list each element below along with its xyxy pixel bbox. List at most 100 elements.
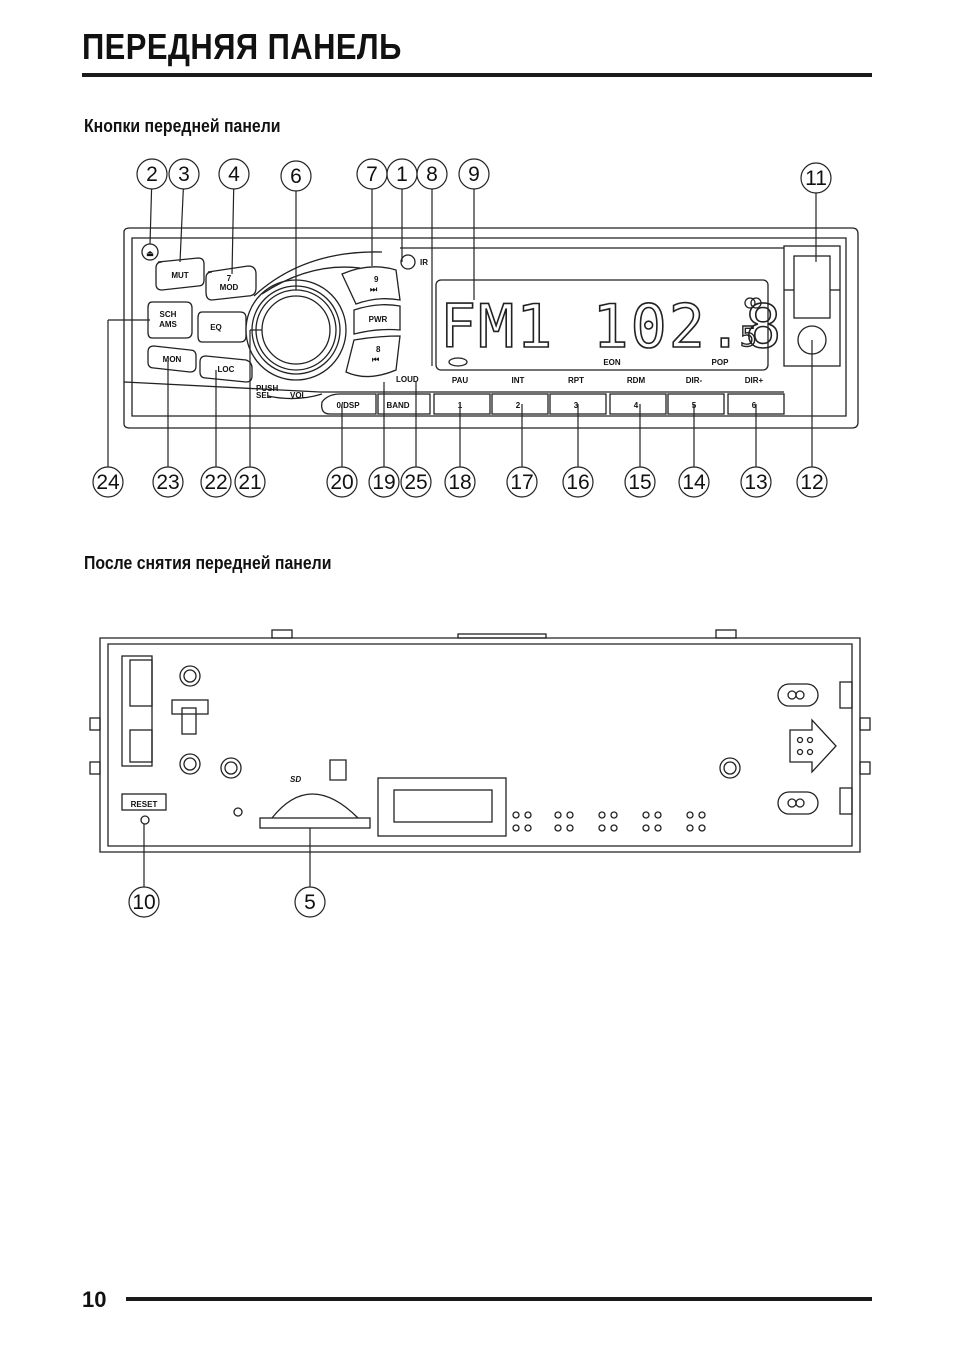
callout-number: 14 [682, 471, 706, 494]
callout-rear-5: 5 [294, 828, 326, 918]
callout-top-7: 7 [356, 158, 388, 266]
footer-rule [126, 1297, 872, 1301]
callout-number: 2 [146, 163, 158, 186]
preset-button-5[interactable]: 5 [667, 393, 725, 415]
callout-number: 22 [204, 471, 227, 494]
callout-rear-10: 10 [128, 824, 160, 918]
section-heading-buttons: Кнопки передней панели [84, 116, 281, 136]
dsp-label: 0/DSP [336, 401, 360, 410]
callout-number: 24 [96, 471, 120, 494]
callout-number: 15 [628, 471, 651, 494]
ams-label: AMS [159, 320, 177, 329]
sch-ams-button[interactable]: SCH AMS [147, 301, 193, 339]
callout-number: 19 [372, 471, 395, 494]
callout-number: 3 [178, 163, 190, 186]
rear-callouts: 10 5 [128, 824, 326, 918]
display-channel: 5 [740, 320, 757, 353]
callout-bottom-22: 22 [200, 370, 232, 498]
callout-number: 6 [290, 165, 302, 188]
callout-number: 16 [566, 471, 589, 494]
callout-number: 11 [805, 167, 827, 190]
ir-sensor [400, 254, 416, 270]
sch-label: SCH [160, 310, 177, 319]
mod-button[interactable]: 7 MOD [205, 265, 257, 301]
callout-number: 17 [510, 471, 533, 494]
callout-bottom-20: 20 [326, 404, 358, 498]
preset-function-label: INT [512, 376, 525, 385]
chassis-diagram: RESET SD [89, 629, 871, 853]
display-eon: EON [603, 358, 621, 367]
dsp-button[interactable]: 0/DSP [321, 393, 377, 415]
usb-port[interactable] [793, 255, 831, 319]
mon-button[interactable]: MON [147, 345, 197, 373]
callout-top-11: 11 [800, 162, 832, 262]
mon-label: MON [163, 355, 182, 364]
mut-button[interactable]: MUT [155, 257, 205, 291]
callout-bottom-21: 21 [234, 330, 266, 498]
callout-number: 9 [468, 163, 480, 186]
callout-top-3: 3 [168, 158, 200, 263]
callout-top-6: 6 [280, 160, 312, 290]
preset-number: 3 [574, 401, 579, 410]
preset-button-4[interactable]: 4 [609, 393, 667, 415]
reset-button[interactable] [140, 815, 150, 825]
preset-button-1[interactable]: 1 [433, 393, 491, 415]
callout-bottom-14: 14 [678, 404, 710, 498]
next-track-icon: ⏭ [370, 285, 378, 294]
callout-number: 5 [304, 891, 316, 914]
mut-label: MUT [171, 271, 188, 280]
title-rule [82, 73, 872, 77]
arrow-icon [789, 718, 837, 774]
callout-bottom-15: 15 [624, 404, 656, 498]
reset-label: RESET [131, 800, 158, 809]
preset-number: 6 [752, 401, 757, 410]
band-button[interactable]: BAND [377, 393, 431, 415]
next-button[interactable]: 9 ⏭ [341, 266, 401, 305]
callout-top-8: 8 [416, 158, 448, 366]
preset-function-label: RPT [568, 376, 584, 385]
callout-bottom-12: 12 [796, 340, 828, 498]
push-label: PUSH [256, 384, 278, 393]
preset-button-2[interactable]: 2 [491, 393, 549, 415]
disc-icon [448, 357, 468, 367]
preset-number: 2 [516, 401, 521, 410]
callout-top-1: 1 [386, 158, 418, 262]
section-heading-removed-panel: После снятия передней панели [84, 553, 332, 573]
callout-bottom-25: 25 [400, 382, 432, 498]
loud-label: LOUD [396, 375, 419, 384]
display-pop: POP [712, 358, 730, 367]
callout-number: 10 [132, 891, 155, 914]
preset-function-label: DIR- [686, 376, 703, 385]
preset-function-label: DIR+ [745, 376, 764, 385]
prev-track-icon: ⏮ [372, 355, 379, 364]
eq-button[interactable]: EQ [197, 311, 247, 343]
callout-number: 13 [744, 471, 767, 494]
loc-button[interactable]: LOC [199, 355, 253, 383]
callout-bottom-13: 13 [740, 404, 772, 498]
callout-number: 7 [366, 163, 378, 186]
callout-top-9: 9 [458, 158, 490, 300]
callout-number: 23 [156, 471, 179, 494]
lcd-display: FM1 102.8 5 EON POP [435, 279, 782, 371]
callout-bottom-19: 19 [368, 382, 400, 498]
pwr-label: PWR [369, 315, 388, 324]
callout-number: 18 [448, 471, 471, 494]
eq-label: EQ [210, 323, 222, 332]
panel-release-assembly [783, 245, 841, 367]
front-panel-diagram: ⏏ MUT 7 MOD SCH AMS EQ MON [123, 227, 859, 429]
preset-function-label: RDM [627, 376, 646, 385]
ir-label: IR [420, 258, 428, 267]
prev-number: 8 [376, 345, 381, 354]
prev-button[interactable]: 8 ⏮ [345, 335, 401, 378]
mod-label: MOD [220, 283, 239, 292]
callout-top-2: 2 [136, 158, 168, 245]
sd-card-slot[interactable] [259, 817, 371, 829]
sd-logo: SD [290, 775, 301, 784]
callout-number: 1 [396, 163, 408, 186]
callout-number: 8 [426, 163, 438, 186]
pwr-button[interactable]: PWR [353, 304, 401, 335]
sel-label: SEL [256, 391, 272, 400]
eject-icon: ⏏ [146, 249, 154, 258]
